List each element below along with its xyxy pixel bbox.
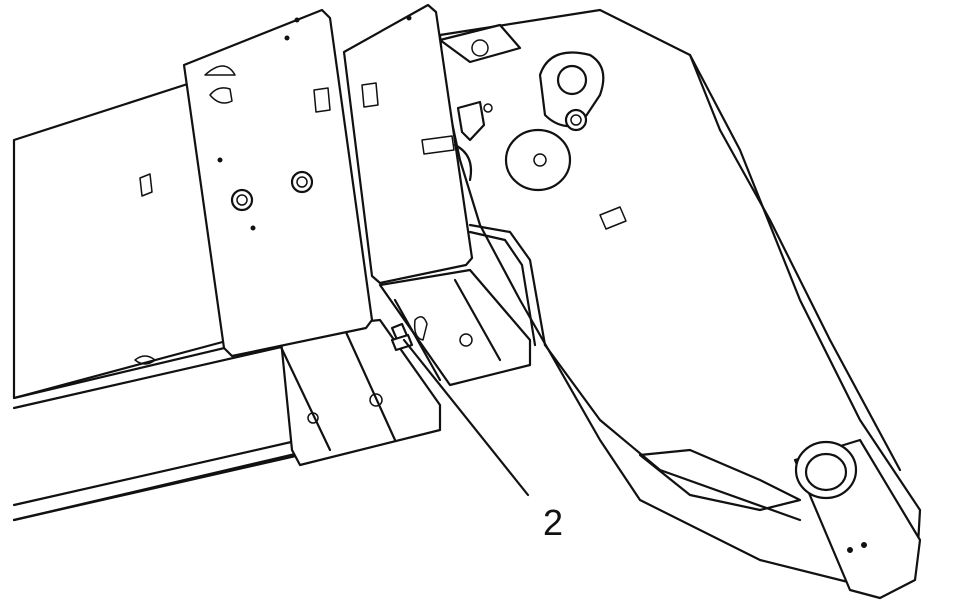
upper-link xyxy=(438,23,522,64)
rear-bracket xyxy=(378,268,532,387)
pin-part xyxy=(390,322,414,352)
rear-mounting-plate xyxy=(342,3,474,285)
sensor-switch xyxy=(453,100,493,182)
front-mounting-plate xyxy=(182,8,374,358)
lower-bracket xyxy=(278,318,442,467)
boom-arm xyxy=(438,8,922,600)
callout-leader-line xyxy=(402,338,530,497)
callout-label-2: 2 xyxy=(543,502,564,543)
